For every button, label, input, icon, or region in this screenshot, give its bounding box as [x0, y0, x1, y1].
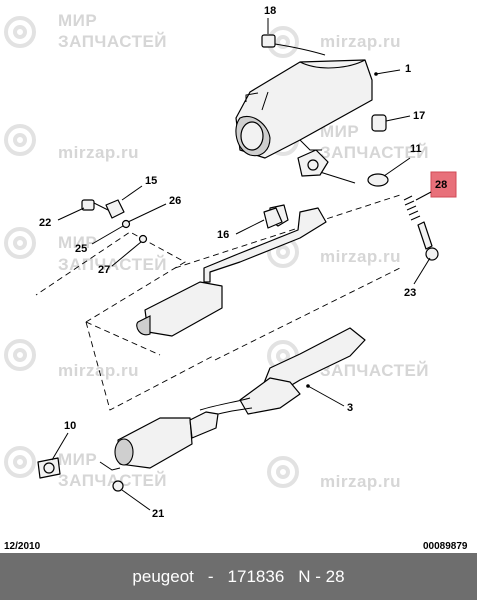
callout-28-highlighted[interactable]: 28 — [415, 171, 457, 201]
watermark-brand-line1-c: МИР — [58, 233, 97, 252]
callout-25: 25 — [75, 225, 124, 255]
footer-catalog-number: 171836 — [227, 566, 285, 586]
callout-16: 16 — [217, 219, 265, 241]
svg-text:21: 21 — [152, 508, 164, 520]
watermark-top-right: mirzap.ru — [267, 26, 401, 58]
nut-21 — [112, 480, 124, 492]
watermark-row4-left: mirzap.ru — [4, 339, 139, 380]
callouts: 18 1 17 11 28 23 15 22 — [39, 5, 457, 520]
gasket-ring-11 — [319, 171, 389, 187]
svg-text:15: 15 — [145, 175, 157, 187]
svg-text:17: 17 — [413, 110, 425, 122]
watermark-brand-line2-c: ЗАПЧАСТЕЙ — [58, 255, 167, 274]
manifold-gasket-10 — [37, 457, 61, 479]
callout-11: 11 — [383, 143, 422, 177]
watermark-brand-line2-d: ЗАПЧАСТЕЙ — [320, 361, 429, 380]
svg-text:22: 22 — [39, 217, 51, 229]
watermark-brand-line2-b: ЗАПЧАСТЕЙ — [320, 143, 429, 162]
watermark-mid-left: mirzap.ru — [4, 124, 139, 162]
front-catalyst — [99, 411, 219, 471]
watermark-top-left: МИР ЗАПЧАСТЕЙ — [4, 11, 167, 51]
watermark-domain-5: mirzap.ru — [320, 472, 401, 491]
svg-text:27: 27 — [98, 264, 110, 276]
clamp-16 — [263, 207, 283, 229]
watermark-brand-line1: МИР — [58, 11, 97, 30]
exhaust-system-diagram: МИР ЗАПЧАСТЕЙ mirzap.ru mirzap.ru МИР ЗА… — [4, 5, 468, 552]
watermark-brand-line1-b: МИР — [320, 122, 359, 141]
watermark-row3-left: МИР ЗАПЧАСТЕЙ — [4, 227, 167, 274]
hanger-rubber-18 — [261, 34, 326, 56]
svg-text:10: 10 — [64, 420, 76, 432]
callout-22: 22 — [39, 207, 85, 229]
footer-separator: - — [207, 566, 214, 586]
watermark-row5-left: МИР ЗАПЧАСТЕЙ — [4, 446, 167, 490]
callout-21: 21 — [121, 489, 164, 520]
svg-text:1: 1 — [405, 63, 411, 75]
watermark-row5-right: mirzap.ru — [267, 456, 401, 491]
footer-position-label: N - 28 — [298, 566, 345, 586]
footer-codes: 12/2010 00089879 — [4, 541, 468, 552]
svg-text:11: 11 — [410, 143, 422, 155]
callout-18: 18 — [264, 5, 276, 34]
footer-doc-code: 00089879 — [423, 541, 468, 552]
svg-text:16: 16 — [217, 229, 229, 241]
svg-text:25: 25 — [75, 243, 87, 255]
assembly-frames — [35, 194, 401, 411]
callout-17: 17 — [385, 110, 425, 122]
footer-date-code: 12/2010 — [4, 541, 41, 552]
front-pipe-3 — [199, 327, 366, 419]
callout-27: 27 — [98, 241, 142, 276]
callout-3: 3 — [306, 384, 353, 414]
callout-1: 1 — [374, 63, 411, 76]
svg-text:18: 18 — [264, 5, 276, 17]
footer-brand: peugeot — [132, 566, 194, 586]
callout-26: 26 — [127, 195, 181, 223]
rear-muffler — [235, 59, 373, 159]
watermark-domain-2: mirzap.ru — [58, 143, 139, 162]
callout-10: 10 — [51, 420, 76, 461]
watermark-brand-line1-e: МИР — [58, 450, 97, 469]
watermark-brand-line2: ЗАПЧАСТЕЙ — [58, 32, 167, 51]
sensor-spring-28 — [403, 195, 439, 261]
watermark-domain-1: mirzap.ru — [320, 32, 401, 51]
callout-23: 23 — [404, 257, 431, 299]
watermark-brand-line2-e: ЗАПЧАСТЕЙ — [58, 471, 167, 490]
catalog-footer-bar: peugeot - 171836 N - 28 — [0, 553, 477, 600]
watermark-domain-3: mirzap.ru — [320, 247, 401, 266]
svg-text:3: 3 — [347, 402, 353, 414]
watermark-domain-4: mirzap.ru — [58, 361, 139, 380]
svg-text:23: 23 — [404, 287, 416, 299]
svg-text:26: 26 — [169, 195, 181, 207]
rear-flange — [297, 149, 329, 177]
bolt-kit — [81, 199, 148, 244]
hanger-rubber-17 — [371, 114, 387, 132]
callout-15: 15 — [121, 175, 157, 201]
svg-text:28: 28 — [435, 179, 447, 191]
